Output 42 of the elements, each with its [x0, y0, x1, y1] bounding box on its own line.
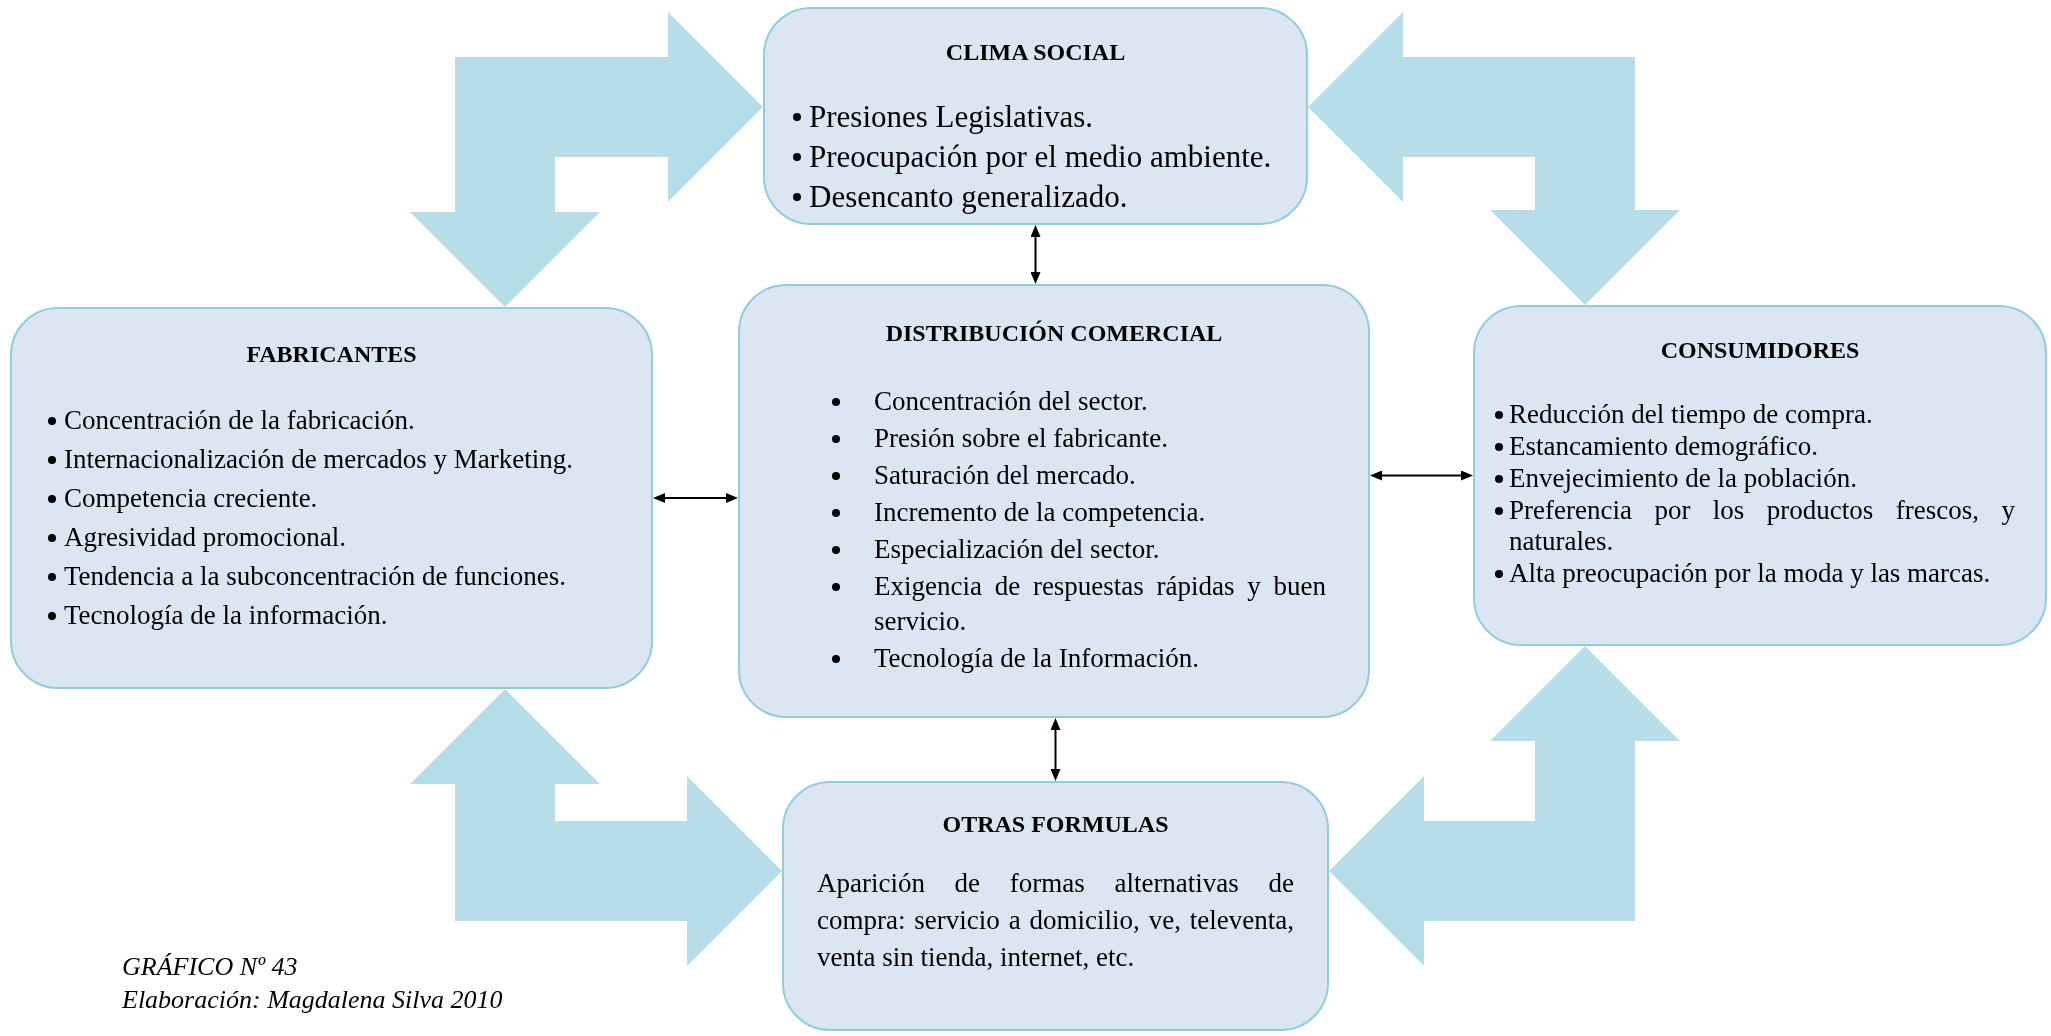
block-arrow	[410, 689, 782, 966]
bullet-text: Exigencia de respuestas rápidas y buen servicio.	[874, 570, 1326, 638]
double-arrow	[1370, 470, 1473, 481]
category-box	[763, 7, 1308, 225]
bullet-text: Especialización del sector.	[874, 533, 1160, 566]
block-arrow	[1308, 12, 1680, 305]
caption-note: Elaboración: Magdalena Silva 2010	[122, 984, 503, 1016]
bullet-text: Internacionalización de mercados y Marketing.	[64, 444, 574, 475]
description-text: Aparición de formas alternativas de compra: servicio a domicilio, ve, televenta, venta sin tienda, internet, etc.	[817, 867, 1294, 974]
bullet-text: Concentración del sector.	[874, 385, 1148, 418]
bullet-text: Desencanto generalizado.	[809, 178, 1128, 216]
bullet-text: Tendencia a la subconcentración de funciones.	[64, 561, 566, 592]
box-heading: OTRAS FORMULAS	[941, 810, 1170, 839]
bullet-text: Tecnología de la información.	[64, 600, 388, 631]
block-arrow	[1329, 646, 1680, 966]
bullet-text: Envejecimiento de la población.	[1509, 463, 1857, 494]
category-box	[738, 284, 1370, 718]
box-heading: DISTRIBUCIÓN COMERCIAL	[884, 319, 1224, 348]
bullet-text: Reducción del tiempo de compra.	[1509, 399, 1873, 430]
block-arrow	[410, 12, 763, 307]
box-heading: CLIMA SOCIAL	[944, 38, 1127, 67]
bullet-text: Alta preocupación por la moda y las marcas.	[1509, 558, 1991, 589]
bullet-text: Presiones Legislativas.	[809, 98, 1094, 136]
bullet-text: Presión sobre el fabricante.	[874, 422, 1168, 455]
bullet-text: Competencia creciente.	[64, 483, 318, 514]
box-heading: FABRICANTES	[245, 340, 418, 369]
bullet-text: Concentración de la fabricación.	[64, 405, 415, 436]
double-arrow	[653, 493, 738, 503]
bullet-text: Saturación del mercado.	[874, 459, 1136, 492]
bullet-text: Estancamiento demográfico.	[1509, 431, 1818, 462]
box-heading: CONSUMIDORES	[1659, 336, 1861, 365]
caption-note: GRÁFICO Nº 43	[122, 951, 299, 983]
bullet-text: Incremento de la competencia.	[874, 496, 1206, 529]
bullet-text: Preferencia por los productos frescos, y naturales.	[1509, 495, 2015, 557]
bullet-text: Preocupación por el medio ambiente.	[809, 138, 1272, 176]
bullet-text: Agresividad promocional.	[64, 522, 346, 553]
category-box	[1473, 305, 2047, 646]
category-box	[782, 781, 1329, 1031]
bullet-text: Tecnología de la Información.	[874, 642, 1199, 675]
double-arrow	[1030, 225, 1041, 284]
double-arrow	[1050, 718, 1061, 781]
category-box	[10, 307, 653, 689]
